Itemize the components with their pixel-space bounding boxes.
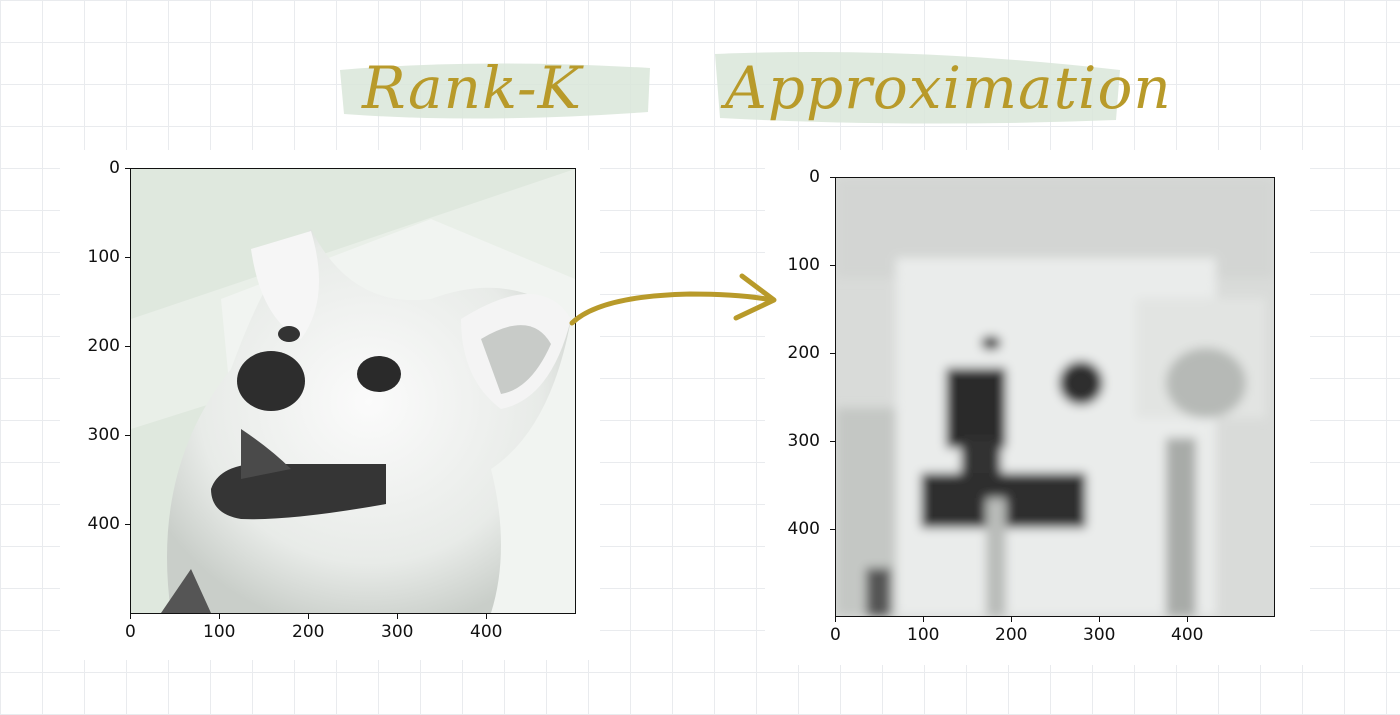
original-image xyxy=(130,168,576,614)
x-tick-label: 300 xyxy=(381,622,414,642)
y-tick-label: 100 xyxy=(87,247,120,267)
x-tick-label: 400 xyxy=(470,622,503,642)
y-tick-label: 400 xyxy=(87,514,120,534)
x-tick-label: 0 xyxy=(125,622,136,642)
x-tick-label: 0 xyxy=(830,625,841,645)
panel-approximation: 0 100 200 300 400 0 100 200 300 400 xyxy=(765,150,1310,665)
y-tick-label: 300 xyxy=(87,425,120,445)
y-tick-label: 300 xyxy=(787,431,820,451)
title-rank-k: Rank-K xyxy=(362,54,582,122)
approximation-image xyxy=(835,177,1275,617)
x-tick-label: 200 xyxy=(995,625,1028,645)
x-tick-label: 300 xyxy=(1083,625,1116,645)
x-tick-label: 100 xyxy=(203,622,236,642)
y-tick-label: 200 xyxy=(787,343,820,363)
x-tick-label: 100 xyxy=(907,625,940,645)
y-tick-label: 0 xyxy=(109,158,120,178)
title-approximation: Approximation xyxy=(725,54,1172,122)
y-tick-label: 0 xyxy=(809,167,820,187)
panel-original: 0 100 200 300 400 0 100 200 300 400 xyxy=(60,150,600,660)
x-tick-label: 200 xyxy=(292,622,325,642)
y-tick-label: 100 xyxy=(787,255,820,275)
title: Rank-K Approximation xyxy=(330,40,1171,140)
corgi-photo-rank-k-blurred-icon xyxy=(836,178,1274,616)
title-highlight xyxy=(340,52,1120,124)
y-tick-label: 400 xyxy=(787,519,820,539)
x-tick-label: 400 xyxy=(1171,625,1204,645)
corgi-photo-original-icon xyxy=(131,169,575,613)
y-tick-label: 200 xyxy=(87,336,120,356)
